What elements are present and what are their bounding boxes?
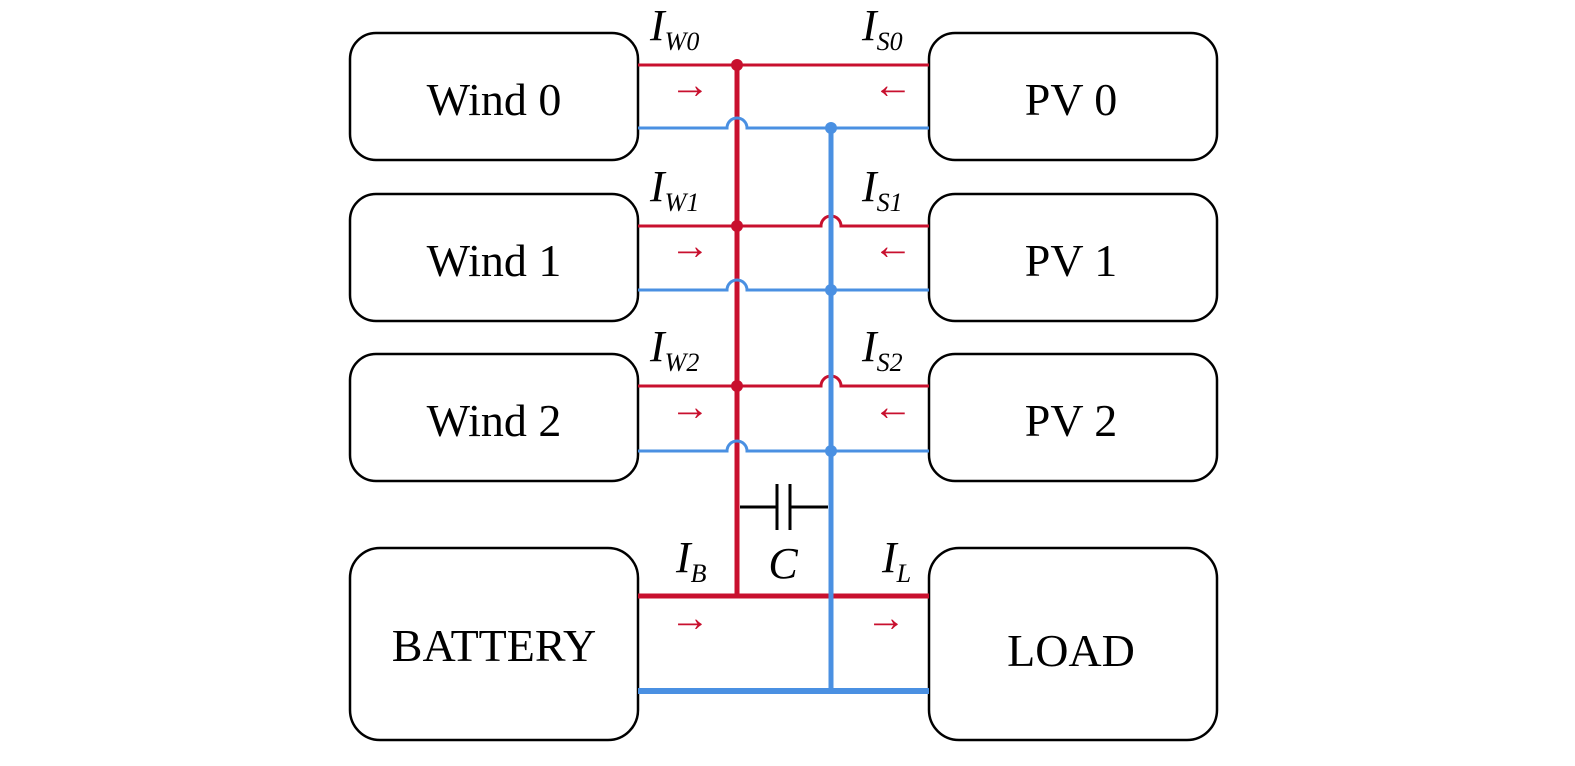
- battery-label: BATTERY: [392, 620, 596, 671]
- pv2-box: PV 2: [927, 352, 1219, 483]
- wind2-box: Wind 2: [348, 352, 640, 483]
- left-arrow-icon: ←: [873, 384, 913, 429]
- positive-bus: [638, 63, 929, 599]
- pv1-label: PV 1: [1025, 235, 1117, 286]
- right-arrow-icon: →: [670, 62, 710, 107]
- current-label-load: IL: [881, 533, 911, 588]
- capacitor-label: C: [768, 539, 798, 588]
- blue-line-row0: [638, 116, 929, 130]
- pv2-label: PV 2: [1025, 395, 1117, 446]
- right-arrow-icon: →: [670, 223, 710, 268]
- current-label-wind1: IW1: [649, 162, 699, 217]
- battery-box: BATTERY: [348, 546, 640, 742]
- negative-bus: [638, 116, 929, 694]
- current-label-battery: IB: [675, 533, 707, 588]
- left-arrow-icon: ←: [873, 62, 913, 107]
- pv0-label: PV 0: [1025, 74, 1117, 125]
- blue-junctions: [825, 122, 837, 457]
- load-box: LOAD: [927, 546, 1219, 742]
- red-junctions: [731, 59, 743, 392]
- blue-line-row2: [638, 439, 929, 453]
- wind1-label: Wind 1: [427, 235, 562, 286]
- current-label-wind0: IW0: [649, 1, 699, 56]
- current-label-pv0: IS0: [861, 1, 903, 56]
- current-label-pv1: IS1: [861, 162, 903, 217]
- direction-arrows: → → → ← ← ← → →: [670, 62, 913, 640]
- wind2-label: Wind 2: [427, 395, 562, 446]
- blue-junction-dot: [825, 445, 837, 457]
- pv0-box: PV 0: [927, 31, 1219, 162]
- pv1-box: PV 1: [927, 192, 1219, 323]
- right-arrow-icon: →: [670, 595, 710, 640]
- current-label-pv2: IS2: [861, 322, 903, 377]
- wind0-label: Wind 0: [427, 74, 562, 125]
- blue-junction-dot: [825, 122, 837, 134]
- wind1-box: Wind 1: [348, 192, 640, 323]
- left-arrow-icon: ←: [873, 223, 913, 268]
- blue-junction-dot: [825, 284, 837, 296]
- wind0-box: Wind 0: [348, 31, 640, 162]
- red-junction-dot: [731, 220, 743, 232]
- red-junction-dot: [731, 380, 743, 392]
- red-junction-dot: [731, 59, 743, 71]
- load-label: LOAD: [1007, 625, 1135, 676]
- capacitor-symbol: [740, 484, 828, 530]
- right-arrow-icon: →: [670, 384, 710, 429]
- blue-line-row1: [638, 278, 929, 292]
- current-label-wind2: IW2: [649, 322, 699, 377]
- right-arrow-icon: →: [866, 595, 906, 640]
